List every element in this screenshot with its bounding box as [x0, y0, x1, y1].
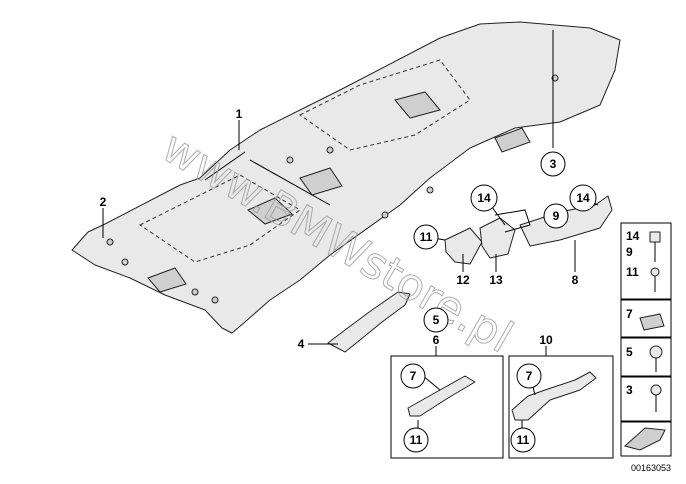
bracket-4 — [327, 291, 411, 353]
callout-5: 5 — [423, 307, 449, 333]
callout-2: 2 — [100, 195, 107, 209]
legend-label-5: 5 — [626, 345, 633, 359]
legend-label-7: 7 — [626, 307, 633, 321]
callout-13: 13 — [489, 273, 503, 287]
legend-column — [620, 222, 672, 457]
svg-text:14: 14 — [576, 191, 590, 205]
callout-3: 3 — [540, 151, 566, 177]
grab-handle-10 — [511, 371, 597, 421]
callout-7-right: 7 — [516, 363, 542, 389]
callout-11-top: 11 — [413, 224, 439, 250]
legend-label-3: 3 — [626, 383, 633, 397]
svg-text:3: 3 — [550, 157, 557, 171]
callout-7-left: 7 — [400, 363, 426, 389]
legend-label-14: 14 — [626, 229, 640, 243]
diagram-code: 00163053 — [631, 463, 671, 473]
leader-lines — [102, 30, 599, 428]
headliner — [71, 21, 621, 334]
svg-text:14: 14 — [477, 191, 491, 205]
svg-text:7: 7 — [526, 369, 533, 383]
svg-text:9: 9 — [553, 209, 560, 223]
svg-text:5: 5 — [433, 313, 440, 327]
callout-14-mid: 14 — [470, 184, 498, 212]
svg-text:11: 11 — [420, 230, 433, 244]
callout-12: 12 — [456, 273, 470, 287]
callout-6: 6 — [433, 333, 440, 347]
clip-12 — [444, 227, 483, 265]
bracket-14 — [494, 209, 531, 233]
grab-handle-6 — [407, 375, 476, 417]
callout-8: 8 — [572, 273, 579, 287]
callout-4: 4 — [298, 337, 305, 351]
callout-10: 10 — [539, 333, 553, 347]
handle-box-6 — [390, 355, 504, 459]
callout-14-right: 14 — [569, 184, 597, 212]
legend-label-11: 11 — [626, 265, 639, 279]
svg-text:11: 11 — [517, 433, 530, 447]
callout-9: 9 — [543, 203, 569, 229]
svg-text:11: 11 — [410, 433, 423, 447]
handle-box-10 — [508, 355, 614, 459]
callout-11-right: 11 — [510, 427, 536, 453]
callout-1: 1 — [236, 107, 243, 121]
legend-label-9: 9 — [626, 245, 633, 259]
clip-13 — [479, 217, 516, 259]
callout-11-left: 11 — [403, 427, 429, 453]
svg-text:7: 7 — [410, 369, 417, 383]
